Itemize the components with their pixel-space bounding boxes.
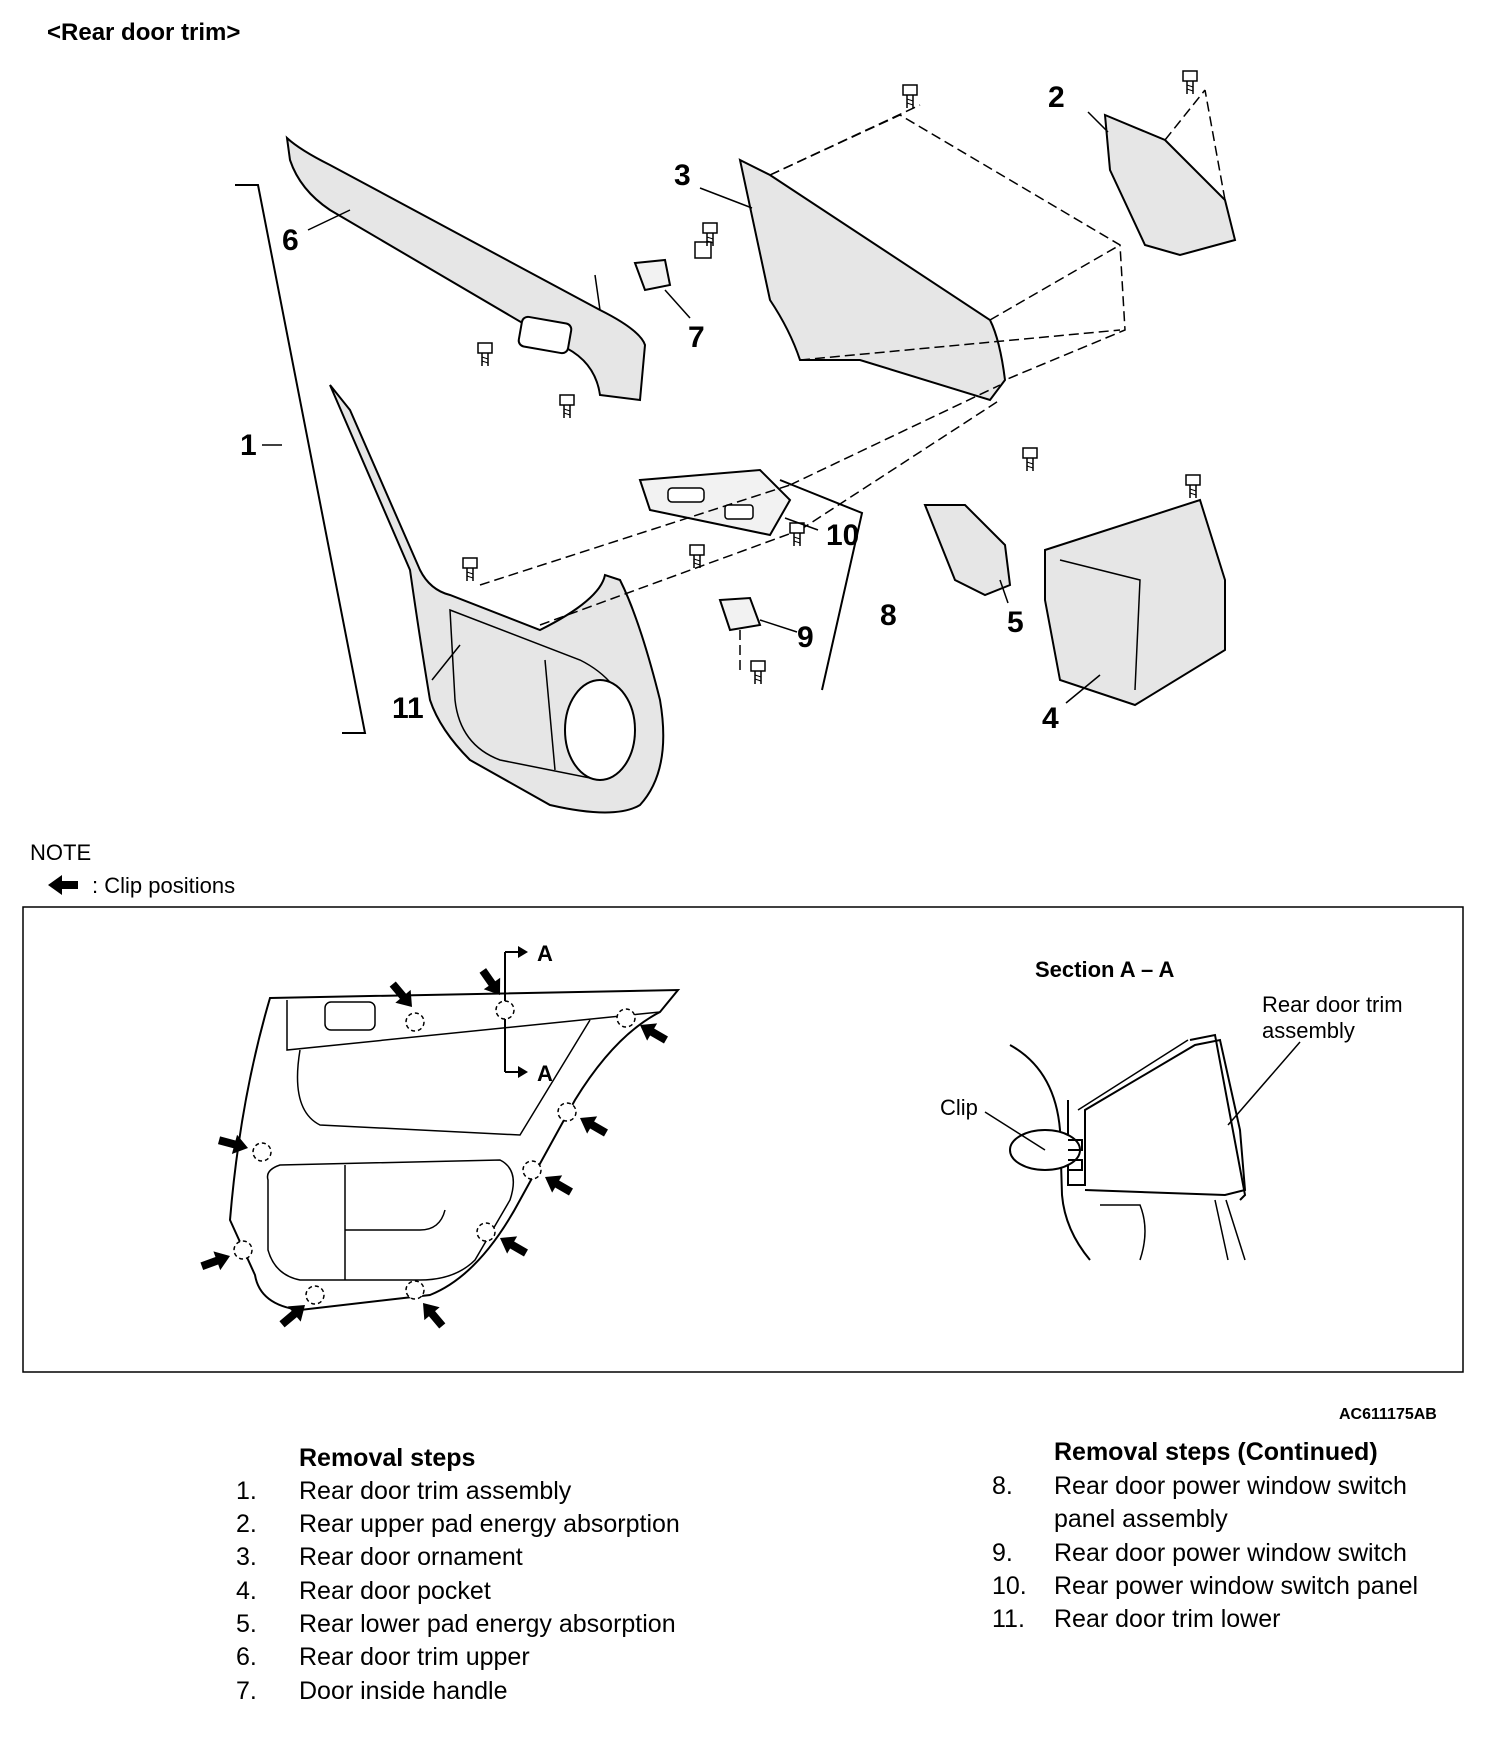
rear-door-pocket: [1044, 498, 1226, 707]
step-text: Rear door power window switch: [1054, 1539, 1407, 1567]
step-number: 6.: [236, 1643, 257, 1671]
clip-label: Clip: [940, 1095, 978, 1120]
callout-7: 7: [688, 321, 705, 354]
clip-position: [616, 1008, 636, 1028]
rear-lower-pad-energy-absorption: [923, 504, 1012, 597]
clip-arrow-icon: [415, 1296, 450, 1333]
step-text: Rear door power window switch: [1054, 1472, 1407, 1500]
section-cut-label-top: A: [537, 941, 553, 966]
callout-4: 4: [1042, 702, 1059, 735]
rear-door-ornament: [738, 158, 1007, 402]
clip-position: [233, 1240, 253, 1260]
removal-steps: Removal steps 1. Rear door trim assembly…: [236, 1444, 680, 1705]
assembly-label-line1: Rear door trim: [1262, 992, 1403, 1017]
rear-upper-pad-energy-absorption: [1103, 113, 1237, 257]
clip-position: [522, 1160, 542, 1180]
note-heading: NOTE: [30, 840, 91, 865]
step-number: 9.: [992, 1539, 1013, 1567]
step-text: Rear upper pad energy absorption: [299, 1510, 680, 1538]
clip-position: [252, 1142, 272, 1162]
removal-steps-continued-heading: Removal steps (Continued): [1054, 1438, 1378, 1466]
step-number: 7.: [236, 1677, 257, 1705]
step-text: Rear door trim assembly: [299, 1477, 572, 1505]
step-text: Rear door pocket: [299, 1577, 491, 1605]
clip-position: [305, 1285, 325, 1305]
step-text: Rear power window switch panel: [1054, 1572, 1418, 1600]
door-inside-handle: [633, 258, 672, 292]
clip-position: [476, 1222, 496, 1242]
clip-position-view: A A: [198, 941, 681, 1333]
clip-arrow-icon: [216, 1130, 251, 1158]
callout-1: 1: [240, 429, 257, 462]
clip-position: [495, 1000, 515, 1020]
callout-9: 9: [797, 621, 814, 654]
step-text: Rear door trim lower: [1054, 1605, 1280, 1633]
step-text: Rear door trim upper: [299, 1643, 530, 1671]
door-trim-outline: [228, 988, 681, 1312]
removal-steps-continued: Removal steps (Continued) 8. Rear door p…: [992, 1438, 1418, 1633]
clip-position: [557, 1102, 577, 1122]
step-number: 8.: [992, 1472, 1013, 1500]
step-text: Rear lower pad energy absorption: [299, 1610, 676, 1638]
page-title: <Rear door trim>: [47, 19, 240, 46]
item-1-bracket: [235, 184, 367, 734]
clip-position: [405, 1012, 425, 1032]
clip-arrow-icon: [275, 1297, 312, 1332]
step-number: 4.: [236, 1577, 257, 1605]
clip-position: [405, 1280, 425, 1300]
step-number: 11.: [992, 1605, 1025, 1633]
section-title: Section A – A: [1035, 957, 1174, 982]
callout-10: 10: [826, 519, 859, 552]
callout-5: 5: [1007, 606, 1024, 639]
step-text-cont: panel assembly: [1054, 1505, 1228, 1533]
rear-door-trim-upper: [285, 135, 647, 402]
step-number: 2.: [236, 1510, 257, 1538]
step-number: 10.: [992, 1572, 1027, 1600]
callout-3: 3: [674, 159, 691, 192]
step-text: Door inside handle: [299, 1677, 507, 1705]
step-number: 3.: [236, 1543, 257, 1571]
removal-steps-heading: Removal steps: [299, 1444, 475, 1472]
rear-power-window-switch-panel: [638, 468, 792, 537]
step-number: 5.: [236, 1610, 257, 1638]
figure-code: AC611175AB: [1339, 1406, 1437, 1423]
clip-positions-frame: [22, 906, 1464, 1373]
callout-6: 6: [282, 224, 299, 257]
callout-11: 11: [392, 692, 424, 725]
assembly-label-line2: assembly: [1262, 1018, 1355, 1043]
note-legend-text: : Clip positions: [92, 873, 235, 898]
callout-8: 8: [880, 599, 897, 632]
exploded-view: 1 2 3 4 5 6 7 8 9 10 11: [235, 70, 1237, 814]
arrow-left-icon: [48, 875, 78, 895]
step-text: Rear door ornament: [299, 1543, 523, 1571]
callout-2: 2: [1048, 81, 1065, 114]
section-cut-label-bottom: A: [537, 1061, 553, 1086]
clip-arrow-icon: [198, 1246, 234, 1276]
clip-arrow-icon: [474, 964, 509, 1001]
clip-arrow-icon: [635, 1016, 671, 1049]
item-8-bracket: [779, 479, 864, 691]
clip-arrow-icon: [540, 1168, 576, 1201]
rear-door-power-window-switch: [718, 596, 762, 632]
step-number: 1.: [236, 1477, 257, 1505]
clip-arrow-icon: [575, 1109, 611, 1142]
section-a-a-view: Section A – A Rear door trim assembly Cl…: [940, 957, 1403, 1261]
